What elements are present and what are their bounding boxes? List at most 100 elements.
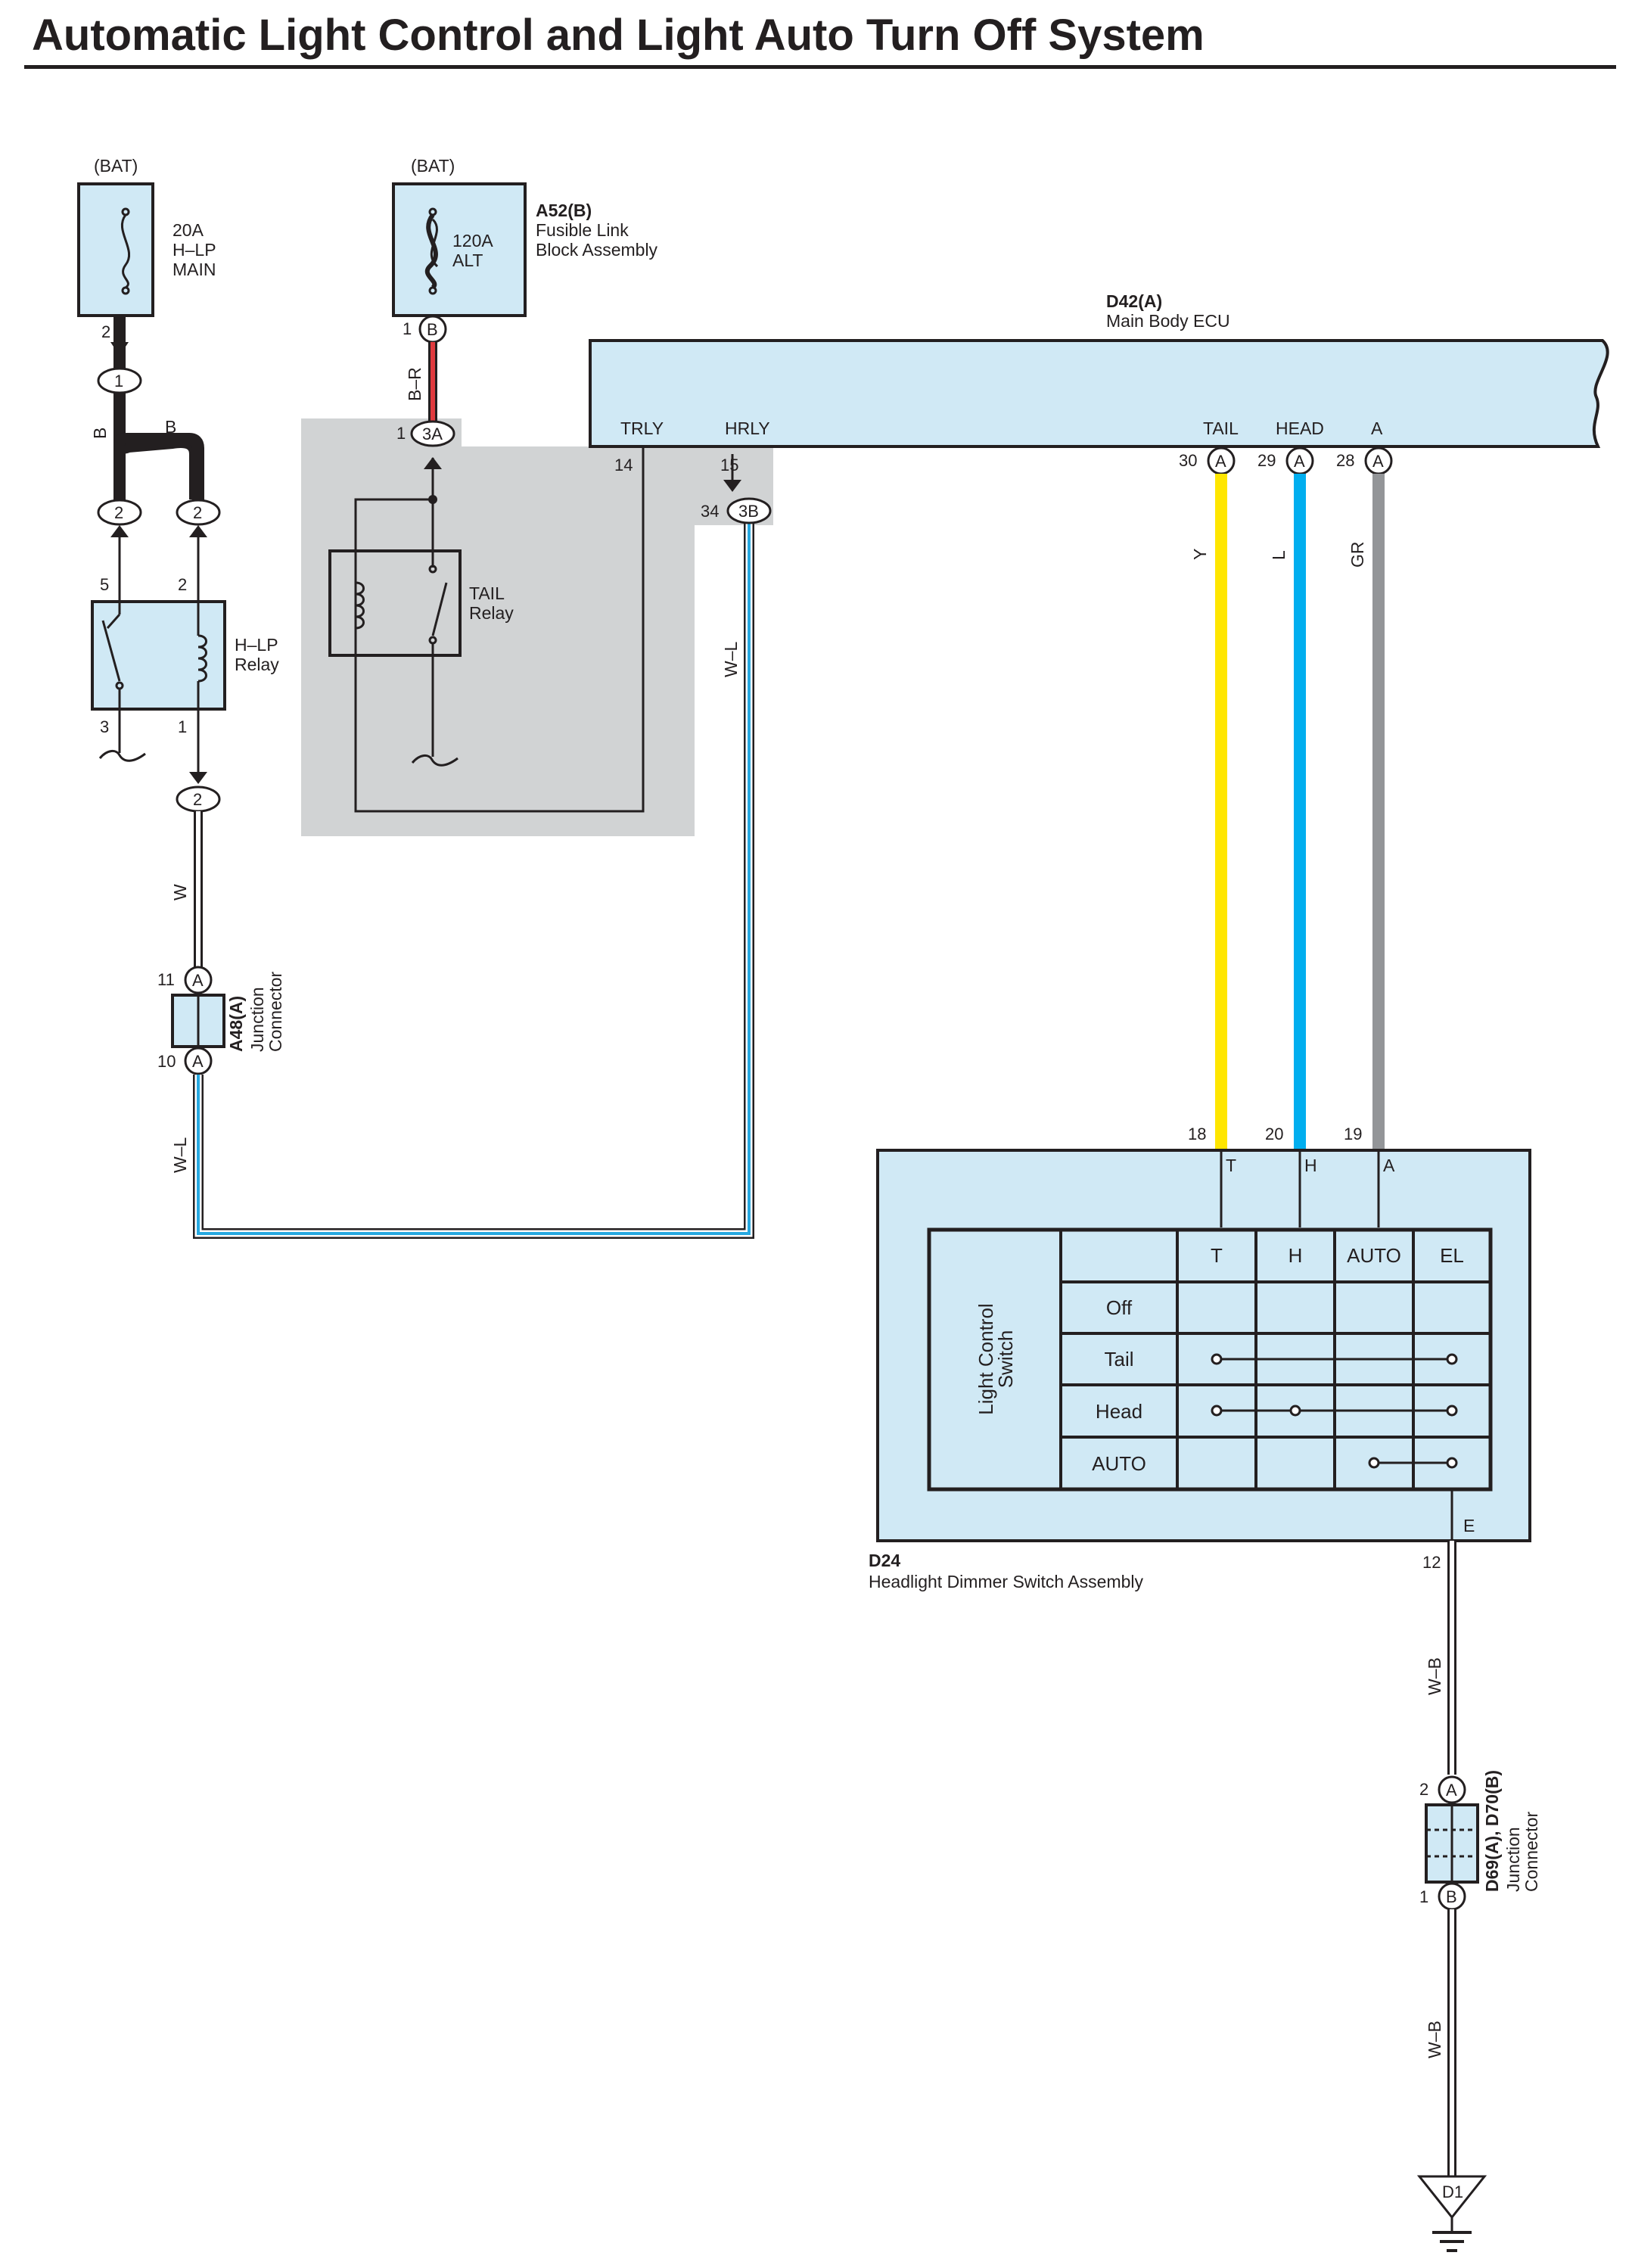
d42-name: Main Body ECU (1106, 311, 1230, 331)
a48-code: A48(A) (226, 996, 246, 1052)
pin-label: 3 (100, 717, 109, 736)
tail-relay-line2: Relay (469, 603, 514, 623)
svg-text:2: 2 (193, 503, 202, 522)
pin-label: 1 (1419, 1887, 1428, 1906)
svg-text:3B: 3B (738, 502, 759, 521)
connector-3a-icon: 3A (410, 420, 455, 469)
d69-junction-grid (1426, 1805, 1478, 1882)
pin-label: 12 (1422, 1553, 1441, 1572)
battery-label-right: (BAT) (411, 156, 455, 176)
switch-col-h: H (1289, 1244, 1303, 1267)
hlp-relay-line1: H–LP (235, 635, 278, 655)
wire-label-wb-lower: W–B (1425, 2021, 1444, 2058)
pin-label: 29 (1257, 451, 1276, 470)
ground-icon (1416, 2175, 1487, 2252)
ground-break-icon (411, 643, 459, 767)
switch-label-line1: Light Control (975, 1303, 997, 1414)
svg-text:A: A (1446, 1781, 1457, 1800)
pin-label: 2 (1419, 1780, 1428, 1799)
d24-internal-leads (1220, 1150, 1380, 1227)
tail-relay-line1: TAIL (469, 583, 505, 603)
continuity-auto-row (1368, 1457, 1458, 1469)
d24-terminal-t: T (1226, 1156, 1236, 1175)
switch-row-auto: AUTO (1092, 1452, 1146, 1475)
switch-col-el: EL (1440, 1244, 1464, 1267)
ground-label: D1 (1442, 2182, 1463, 2201)
junction-block-region (301, 418, 773, 836)
wire-label-l: L (1269, 550, 1289, 560)
pin-label: 15 (720, 456, 738, 474)
svg-text:A: A (192, 1052, 204, 1071)
connector-1-icon: 1 (97, 342, 142, 394)
connector-a-icon: A (1285, 446, 1314, 475)
connector-a-icon: A (184, 966, 213, 994)
connector-2-icon: 2 (176, 499, 221, 537)
d42-code: D42(A) (1106, 291, 1162, 311)
fuse-hlp-main-box (77, 182, 154, 317)
d42-terminal-tail: TAIL (1203, 418, 1239, 438)
pin-label: 14 (614, 456, 633, 474)
d24-terminal-e: E (1463, 1516, 1475, 1535)
connector-3b-icon: 3B (723, 480, 772, 524)
continuity-head-row (1211, 1405, 1458, 1417)
svg-text:1: 1 (114, 372, 123, 390)
d42-terminal-hrly: HRLY (725, 418, 770, 438)
pin-label: 11 (157, 970, 175, 989)
fuse-icon (120, 207, 131, 295)
fusible-link-icon (424, 207, 439, 295)
a52-line1: Fusible Link (536, 220, 629, 240)
svg-text:3A: 3A (422, 425, 443, 443)
switch-col-t: T (1211, 1244, 1223, 1267)
pin-label: 28 (1336, 451, 1354, 470)
connector-2-icon: 2 (176, 772, 221, 813)
a52-line2: Block Assembly (536, 240, 658, 260)
d42-main-body-ecu (589, 339, 1609, 448)
wire-wl-stripe (197, 524, 751, 1235)
pin-label: 19 (1344, 1125, 1362, 1143)
wire-b-split (113, 433, 204, 515)
wire-b-bus (113, 316, 201, 499)
svg-text:B: B (427, 320, 438, 339)
fusible-link-line2: ALT (452, 250, 483, 270)
svg-text:2: 2 (193, 790, 202, 809)
a52-code: A52(B) (536, 201, 592, 220)
continuity-tail-row (1211, 1353, 1458, 1365)
a48-line1: Junction (247, 987, 267, 1052)
fusible-link-box (392, 182, 527, 317)
battery-label-left: (BAT) (94, 156, 138, 176)
connector-a-icon: A (1207, 446, 1236, 475)
title-underline (24, 65, 1616, 69)
wire-label-gr: GR (1348, 542, 1367, 568)
pin-label: 2 (101, 322, 110, 341)
switch-row-tail: Tail (1104, 1348, 1133, 1370)
wire-label-b-right: B (165, 417, 176, 437)
wire-label-y: Y (1190, 549, 1210, 560)
fuse-hlp-line2: H–LP (173, 240, 216, 260)
svg-text:2: 2 (114, 503, 123, 522)
wire-label-w: W (170, 884, 190, 901)
switch-label-line2: Switch (994, 1330, 1017, 1389)
switch-row-head: Head (1096, 1400, 1142, 1423)
svg-text:A: A (1294, 452, 1305, 471)
wire-label-b-left: B (90, 428, 110, 439)
pin-label: 20 (1265, 1125, 1283, 1143)
wire-l (1294, 474, 1306, 1150)
relay-coil-icon (355, 581, 365, 630)
pin-label: 10 (157, 1052, 176, 1071)
d42-terminal-trly: TRLY (620, 418, 664, 438)
pin-label: 2 (178, 575, 187, 594)
pin-label: 30 (1179, 451, 1197, 470)
connector-a-icon: A (184, 1047, 213, 1075)
fuse-hlp-line3: MAIN (173, 260, 216, 279)
diagram-title: Automatic Light Control and Light Auto T… (32, 11, 1205, 60)
fuse-hlp-line1: 20A (173, 220, 204, 240)
connector-2-icon: 2 (97, 499, 142, 537)
pin-label: 1 (403, 319, 412, 338)
wire-label-wl-right: W–L (721, 642, 741, 678)
wire-label-br: B–R (405, 367, 424, 401)
switch-row-off: Off (1106, 1296, 1133, 1319)
connector-b-icon: B (418, 315, 447, 344)
d42-terminal-head: HEAD (1276, 418, 1324, 438)
connector-b-icon: B (1438, 1882, 1466, 1911)
